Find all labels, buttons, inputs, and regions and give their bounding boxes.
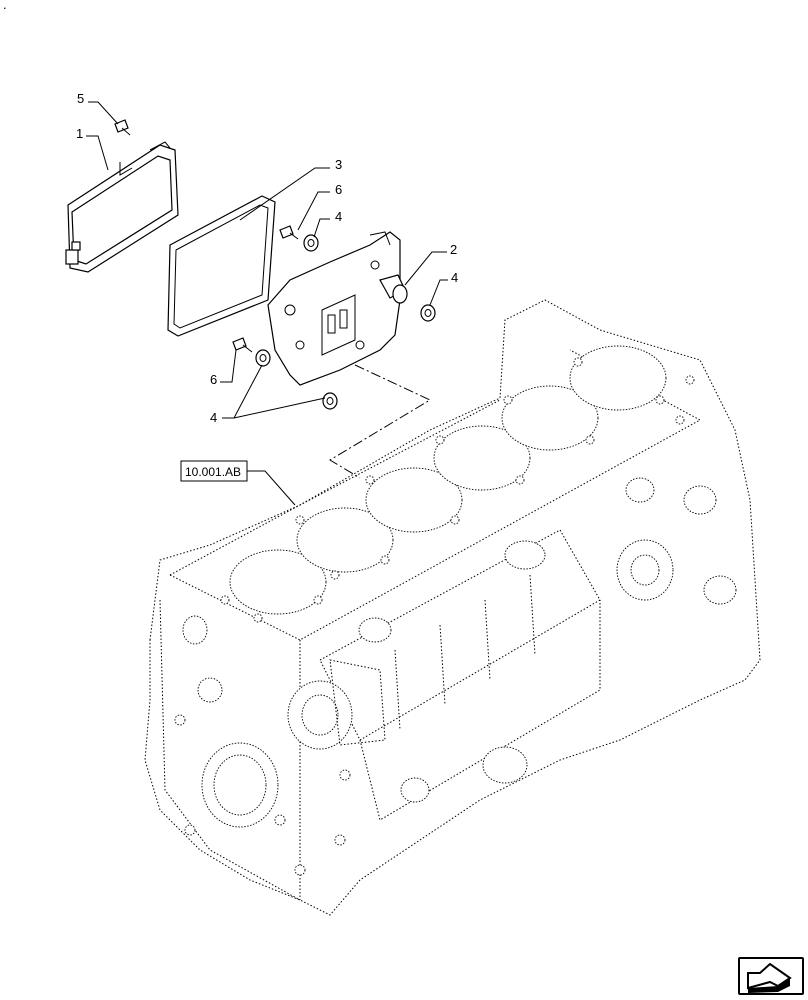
- callout-4-right: 4: [451, 270, 458, 285]
- callout-5: 5: [77, 91, 84, 106]
- callout-3: 3: [335, 157, 342, 172]
- leader-lines: [86, 101, 448, 419]
- previous-page-arrow-icon[interactable]: [738, 957, 804, 995]
- callout-4-upper: 4: [335, 209, 342, 224]
- crankcase-details: [319, 477, 737, 821]
- part-5-screw: [114, 119, 131, 136]
- part-4-grommets: [255, 234, 436, 410]
- part-3-gasket: [167, 195, 276, 337]
- reference-label-box: 10.001.AB: [180, 460, 296, 506]
- callout-6-lower: 6: [210, 372, 217, 387]
- cylinder-bores: [229, 345, 667, 615]
- front-face: [159, 599, 386, 901]
- callout-4-lower: 4: [210, 410, 217, 425]
- corner-mark: .: [3, 0, 7, 12]
- part-2-mounting-plate: [267, 231, 408, 386]
- mounting-reference-line: [329, 364, 432, 479]
- part-6-screw-lower: [232, 337, 253, 353]
- callout-1: 1: [76, 126, 83, 141]
- reference-label: 10.001.AB: [185, 465, 241, 479]
- engine-block: [144, 299, 761, 916]
- callout-6-upper: 6: [335, 182, 342, 197]
- part-6-screw-upper: [279, 225, 299, 240]
- deck-bolt-holes: [220, 357, 695, 623]
- callouts: 5 1 3 6 4 2 4 6 4: [76, 91, 458, 425]
- part-1-cover: [65, 141, 179, 273]
- callout-2: 2: [450, 242, 457, 257]
